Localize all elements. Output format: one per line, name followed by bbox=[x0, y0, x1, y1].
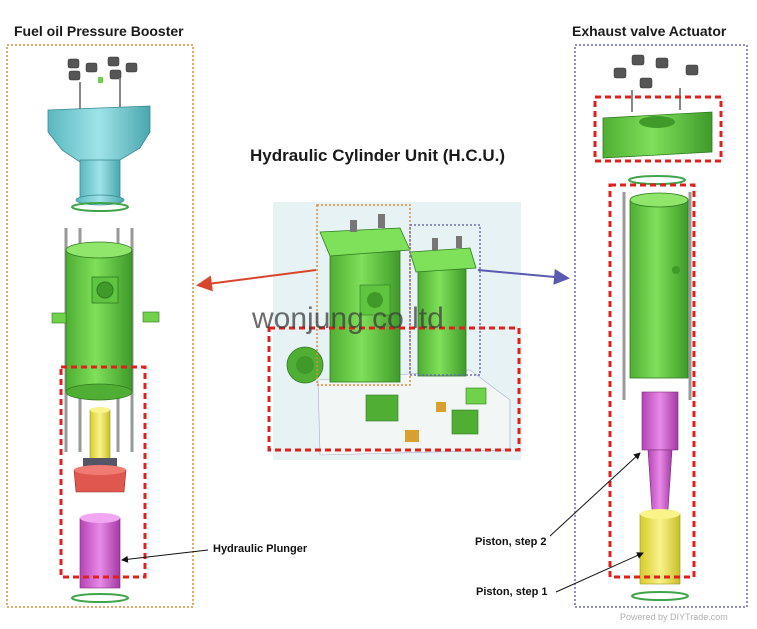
right-panel-border bbox=[574, 44, 748, 608]
arrow-to-left bbox=[196, 269, 317, 292]
center-highlight-box bbox=[267, 326, 521, 452]
left-panel-border bbox=[6, 44, 194, 608]
label-piston-step-2: Piston, step 2 bbox=[475, 536, 547, 548]
left-panel-title: Fuel oil Pressure Booster bbox=[14, 23, 184, 39]
label-hydraulic-plunger: Hydraulic Plunger bbox=[213, 543, 308, 555]
center-title: Hydraulic Cylinder Unit (H.C.U.) bbox=[250, 146, 506, 165]
watermark: wonjung co ltd bbox=[252, 302, 444, 335]
footer-credit: Powered by DIYTrade.com bbox=[620, 612, 728, 622]
right-panel-title: Exhaust valve Actuator bbox=[572, 23, 727, 39]
center-left-box bbox=[316, 204, 411, 386]
center-right-box bbox=[409, 224, 481, 376]
left-highlight-box bbox=[59, 365, 147, 579]
right-highlight-box bbox=[608, 183, 696, 579]
arrow-to-right bbox=[477, 268, 570, 285]
label-piston-step-1: Piston, step 1 bbox=[476, 586, 548, 598]
right-top-highlight-box bbox=[593, 95, 723, 163]
